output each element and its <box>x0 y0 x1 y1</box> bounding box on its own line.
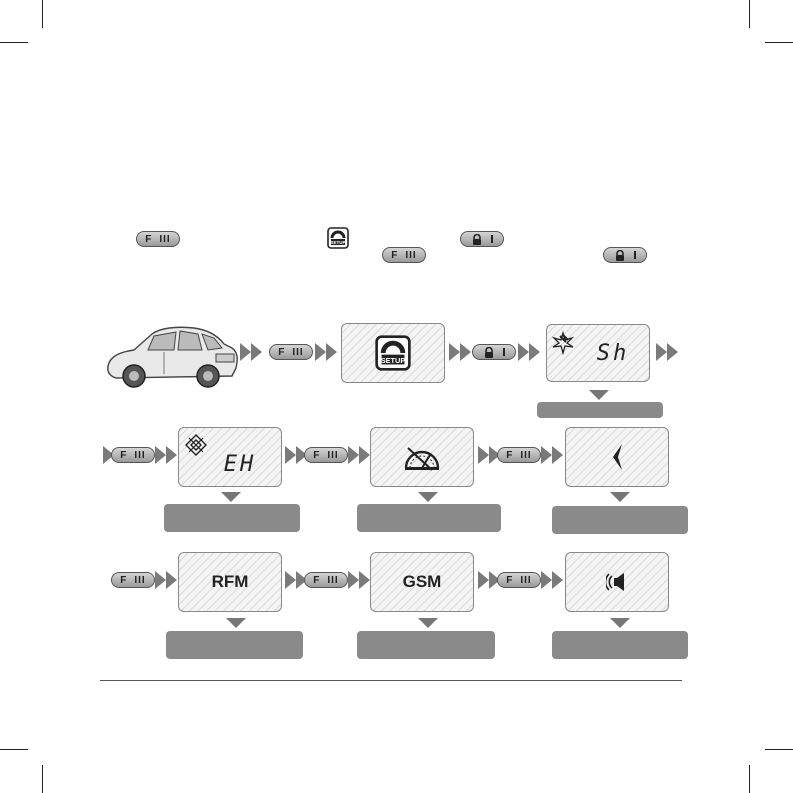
eh-display: EH <box>178 427 282 487</box>
rfm-display: RFM <box>178 552 282 612</box>
down-arrow-icon <box>221 492 241 502</box>
double-arrow-icon <box>541 446 563 464</box>
diamond-icon <box>185 434 207 456</box>
crop-mark <box>42 0 43 28</box>
f-bars: III <box>520 449 532 461</box>
caption-bar <box>537 402 663 418</box>
sh-readout: Sh <box>596 340 630 366</box>
lock-button-icon <box>603 247 647 263</box>
crop-mark <box>765 749 793 750</box>
crop-mark <box>0 749 28 750</box>
caption-bar <box>552 506 688 534</box>
caption-bar <box>552 631 688 659</box>
crop-mark <box>765 42 793 43</box>
f-button-icon: F III <box>497 447 541 463</box>
f-button-icon: F III <box>382 247 426 263</box>
f-bars: III <box>134 449 146 461</box>
down-arrow-icon <box>610 492 630 502</box>
sh-display: Sh <box>546 324 650 382</box>
f-label: F <box>120 574 128 586</box>
f-label: F <box>506 449 514 461</box>
f-label: F <box>506 574 514 586</box>
chevron-left-icon <box>613 444 622 470</box>
caption-bar <box>357 504 501 532</box>
double-arrow-icon <box>518 343 540 361</box>
double-arrow-icon <box>348 571 370 589</box>
lock-icon <box>472 233 481 245</box>
caption-bar <box>166 631 303 659</box>
f-bars: III <box>159 233 171 245</box>
eh-readout: EH <box>223 451 257 477</box>
f-label: F <box>120 449 128 461</box>
f-button-icon: F III <box>111 447 155 463</box>
crop-mark <box>749 0 750 28</box>
double-arrow-icon <box>541 571 563 589</box>
speedometer-display <box>370 427 474 487</box>
divider <box>100 680 682 681</box>
f-bars: III <box>327 449 339 461</box>
lock-button-icon <box>472 344 516 360</box>
double-arrow-icon <box>478 571 500 589</box>
gsm-display: GSM <box>370 552 474 612</box>
gsm-label: GSM <box>402 572 442 591</box>
double-arrow-icon <box>240 343 262 361</box>
lock-icon <box>484 346 493 358</box>
double-arrow-icon <box>348 446 370 464</box>
double-arrow-icon <box>155 571 177 589</box>
double-arrow-icon <box>478 446 500 464</box>
speedometer-icon <box>404 447 440 471</box>
f-button-icon: F III <box>304 447 348 463</box>
f-button-icon: F III <box>304 572 348 588</box>
down-arrow-icon <box>418 618 438 628</box>
f-bars: III <box>405 249 417 261</box>
f-button-icon: F III <box>136 231 180 247</box>
caption-bar <box>164 504 300 532</box>
lock-button-icon <box>460 231 504 247</box>
f-button-icon: F III <box>111 572 155 588</box>
f-button-icon: F III <box>269 344 313 360</box>
f-label: F <box>391 249 399 261</box>
f-bars: III <box>327 574 339 586</box>
double-arrow-icon <box>449 343 471 361</box>
double-arrow-icon <box>103 446 114 464</box>
light-sensor-icon <box>551 331 575 355</box>
speaker-display <box>565 552 669 612</box>
f-bars: III <box>520 574 532 586</box>
setup-icon: SETUP <box>375 335 411 371</box>
double-arrow-icon <box>285 571 307 589</box>
down-arrow-icon <box>418 492 438 502</box>
rfm-label: RFM <box>211 572 249 591</box>
f-bars: III <box>134 574 146 586</box>
double-arrow-icon <box>315 343 337 361</box>
setup-display: SETUP <box>341 323 445 383</box>
speaker-icon <box>606 573 624 591</box>
double-arrow-icon <box>656 343 678 361</box>
caption-bar <box>357 631 495 659</box>
down-arrow-icon <box>226 618 246 628</box>
chevron-display <box>565 427 669 487</box>
double-arrow-icon <box>155 446 177 464</box>
double-arrow-icon <box>285 446 307 464</box>
f-label: F <box>313 449 321 461</box>
car-icon <box>107 326 238 388</box>
setup-mini-label: SETUP <box>330 240 345 245</box>
crop-mark <box>749 765 750 793</box>
f-label: F <box>145 233 153 245</box>
down-arrow-icon <box>610 618 630 628</box>
crop-mark <box>0 42 28 43</box>
f-label: F <box>313 574 321 586</box>
f-button-icon: F III <box>497 572 541 588</box>
setup-icon: SETUP <box>327 227 349 249</box>
down-arrow-icon <box>589 390 609 400</box>
setup-label: SETUP <box>381 356 406 365</box>
f-label: F <box>278 346 286 358</box>
f-bars: III <box>292 346 304 358</box>
lock-icon <box>615 249 624 261</box>
crop-mark <box>42 765 43 793</box>
